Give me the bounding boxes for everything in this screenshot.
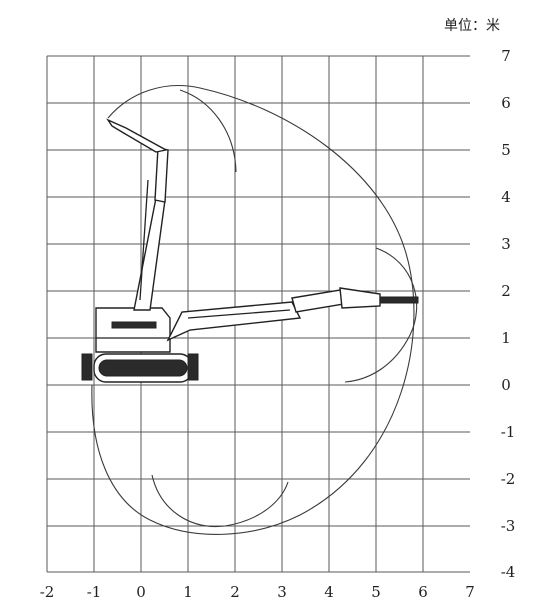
x-tick-label: 3 [277,583,287,601]
y-tick-label: -3 [501,517,516,535]
right-outrigger [187,353,199,381]
y-tick-label: -1 [501,423,516,441]
unit-label: 单位：米 [444,18,500,34]
demolition-robot [81,118,419,383]
machine-body [95,307,171,353]
y-tick-label: 3 [501,235,511,253]
lower-inner-arc [151,474,289,528]
extended-tool [339,287,381,309]
x-tick-label: 6 [418,583,428,601]
x-tick-label: -1 [87,583,102,601]
track-tread [98,359,188,377]
horizontal-cylinder [187,309,291,319]
left-outrigger [81,353,93,381]
x-tick-label: 2 [230,583,240,601]
y-tick-label: -4 [501,563,516,581]
y-axis: 7 6 5 4 3 2 1 0 -1 -2 -3 -4 [501,47,516,581]
x-tick-label: 5 [371,583,381,601]
y-tick-label: 6 [501,94,511,112]
y-tick-label: 1 [501,329,511,347]
outer-reach-curve [91,85,415,535]
y-tick-label: 4 [501,188,511,206]
x-axis: -2 -1 0 1 2 3 4 5 6 7 [40,583,475,601]
y-tick-label: 5 [501,141,511,159]
right-inner-arc [344,247,418,383]
y-tick-label: 0 [501,376,511,394]
x-tick-label: 0 [136,583,146,601]
body-label-plate [111,321,157,329]
y-tick-label: -2 [501,470,516,488]
vertical-cylinder [139,179,149,301]
reach-envelope [91,85,418,535]
vertical-boom [133,197,166,311]
vertical-stick [154,147,169,203]
horizontal-stick [291,289,345,313]
upper-inner-arc [179,89,237,173]
y-tick-label: 2 [501,282,511,300]
x-tick-label: 4 [324,583,334,601]
raised-tool [106,118,169,153]
x-tick-label: 1 [183,583,193,601]
x-tick-label: -2 [40,583,55,601]
extended-tool-chisel [379,296,419,304]
x-tick-label: 7 [465,583,475,601]
y-tick-label: 7 [501,47,511,65]
